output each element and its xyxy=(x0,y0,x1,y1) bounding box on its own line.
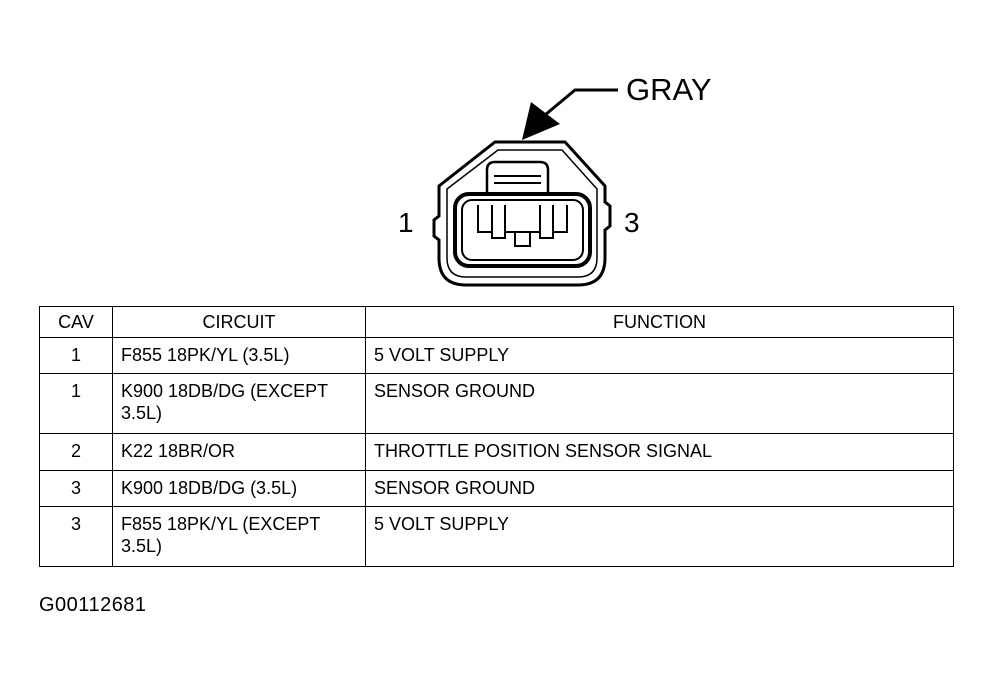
connector-diagram: GRAY 1 3 xyxy=(398,72,712,287)
table-row: 3 F855 18PK/YL (EXCEPT 3.5L) 5 VOLT SUPP… xyxy=(39,506,954,567)
header-circuit: CIRCUIT xyxy=(112,306,366,338)
table-header-row: CAV CIRCUIT FUNCTION xyxy=(39,306,954,338)
circuit-cell: K900 18DB/DG (3.5L) xyxy=(112,470,366,507)
function-cell: THROTTLE POSITION SENSOR SIGNAL xyxy=(365,433,954,471)
color-leader-arrow xyxy=(522,88,618,140)
figure-id: G00112681 xyxy=(39,594,147,616)
cav-cell: 2 xyxy=(39,433,113,471)
circuit-cell: F855 18PK/YL (3.5L) xyxy=(112,337,366,374)
pin-1-label: 1 xyxy=(398,207,414,238)
table-row: 1 K900 18DB/DG (EXCEPT 3.5L) SENSOR GROU… xyxy=(39,373,954,434)
cav-cell: 3 xyxy=(39,506,113,567)
cav-cell: 1 xyxy=(39,373,113,434)
function-cell: SENSOR GROUND xyxy=(365,470,954,507)
pinout-table: CAV CIRCUIT FUNCTION 1 F855 18PK/YL (3.5… xyxy=(39,306,954,567)
function-cell: 5 VOLT SUPPLY xyxy=(365,506,954,567)
connector-housing xyxy=(432,140,612,287)
table-row: 2 K22 18BR/OR THROTTLE POSITION SENSOR S… xyxy=(39,433,954,471)
circuit-cell: K22 18BR/OR xyxy=(112,433,366,471)
header-cav: CAV xyxy=(39,306,113,338)
function-cell: 5 VOLT SUPPLY xyxy=(365,337,954,374)
pin-3-label: 3 xyxy=(624,207,640,238)
connector-terminals xyxy=(477,205,568,247)
circuit-cell: K900 18DB/DG (EXCEPT 3.5L) xyxy=(112,373,366,434)
function-cell: SENSOR GROUND xyxy=(365,373,954,434)
circuit-cell: F855 18PK/YL (EXCEPT 3.5L) xyxy=(112,506,366,567)
cav-cell: 1 xyxy=(39,337,113,374)
cav-cell: 3 xyxy=(39,470,113,507)
table-row: 3 K900 18DB/DG (3.5L) SENSOR GROUND xyxy=(39,470,954,507)
header-function: FUNCTION xyxy=(365,306,954,338)
table-row: 1 F855 18PK/YL (3.5L) 5 VOLT SUPPLY xyxy=(39,337,954,374)
connector-color-label: GRAY xyxy=(626,72,712,107)
